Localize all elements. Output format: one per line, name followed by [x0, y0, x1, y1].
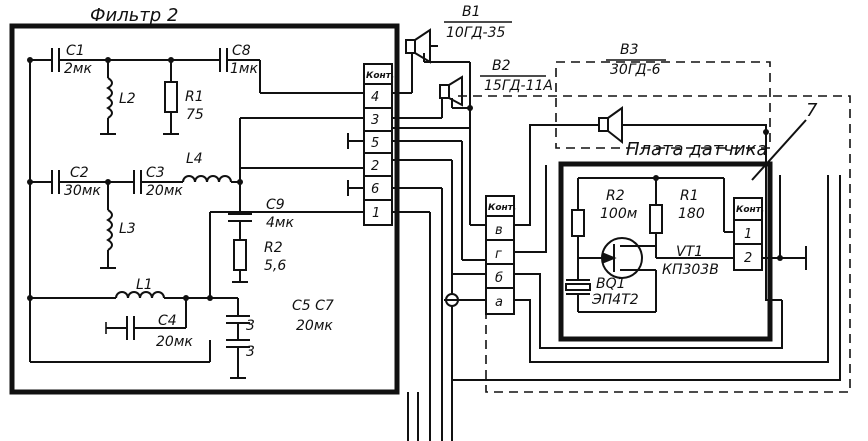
filter-title: Фильтр 2: [90, 5, 178, 26]
c3-value: 20мк: [146, 183, 183, 199]
bq1-model: ЭП4Т2: [591, 292, 639, 308]
c8-value: 1мк: [230, 61, 258, 77]
c2-value: 30мк: [64, 183, 101, 199]
cap-stack-label-1: 3: [246, 318, 255, 334]
c9-value: 4мк: [266, 215, 294, 231]
speaker-b1: B1 10ГД-35: [405, 4, 512, 64]
c1-value: 2мк: [64, 61, 92, 77]
c5c7-ref: C5 C7: [292, 298, 334, 314]
c4-value: 20мк: [156, 334, 193, 350]
sensor-pin-v: в: [495, 223, 503, 238]
sensor-board-title: Плата датчика: [626, 139, 768, 160]
c2-ref: C2: [70, 165, 89, 181]
sensor-left-connector-header: Конт.: [488, 203, 516, 213]
c3-ref: C3: [146, 165, 165, 181]
filter-block: Фильтр 2 Конт. 4 3 5 2 6 1: [9, 5, 400, 395]
filter-pin-3: 3: [371, 113, 379, 128]
sensor-r1-value: 180: [678, 206, 705, 222]
filter-top-row: C1 2мк L2 R1 75 C8 1мк: [29, 43, 364, 135]
sensor-r1-ref: R1: [680, 188, 699, 204]
b3-model: 30ГД-6: [610, 62, 661, 78]
c4-ref: C4: [158, 313, 177, 329]
sensor-right-pin-2: 2: [744, 251, 752, 266]
c1-ref: C1: [66, 43, 85, 59]
r2-ref: R2: [264, 240, 283, 256]
filter-connector: Конт. 4 3 5 2 6 1: [363, 63, 394, 226]
sensor-board-label-7: 7: [806, 100, 818, 121]
filter-middle-row: C2 30мк C3 20мк L4 L3: [29, 151, 364, 269]
c9-ref: C9: [266, 197, 285, 213]
r1-value: 75: [186, 107, 204, 123]
sensor-internal-circuit: R2 100м R1 180 VT1 КП303В BQ1 ЭП4Т2: [565, 175, 734, 313]
filter-bottom-row: 3 3 L1 C4 20мк C5 C7 20мк: [27, 57, 334, 379]
b3-dashed-wire: [458, 95, 851, 393]
b2-ref: B2: [492, 58, 511, 74]
sensor-r2-ref: R2: [606, 188, 625, 204]
sensor-r2-value: 100м: [600, 206, 638, 222]
b3-ref: B3: [620, 42, 639, 58]
l3-ref: L3: [119, 221, 136, 237]
c5c7-value: 20мк: [296, 318, 333, 334]
sensor-right-pin-1: 1: [744, 227, 752, 242]
filter-c9-r2: C9 4мк R2 5,6: [228, 182, 294, 283]
b1-model: 10ГД-35: [446, 25, 506, 41]
filter-pin-6: 6: [371, 182, 379, 197]
l2-ref: L2: [119, 91, 136, 107]
sensor-left-connector: Конт. в г б а: [485, 195, 516, 315]
speaker-b2: B2 15ГД-11А: [439, 58, 553, 107]
filter-connector-header: Конт.: [366, 71, 394, 81]
b3-dashed-enclosure: [555, 61, 771, 149]
sensor-pin-a: а: [495, 295, 503, 310]
interconnect-wiring: [392, 53, 599, 441]
sensor-right-connector-header: Конт.: [736, 205, 764, 215]
sensor-right-connector: Конт. 1 2: [733, 197, 764, 271]
cap-stack-label-2: 3: [246, 344, 255, 360]
l1-ref: L1: [136, 277, 153, 293]
vt1-ref: VT1: [676, 244, 703, 260]
r2-value: 5,6: [264, 258, 286, 274]
vt1-model: КП303В: [662, 262, 719, 278]
b1-ref: B1: [462, 4, 481, 20]
bq1-ref: BQ1: [596, 276, 626, 292]
filter-pin-2: 2: [371, 159, 379, 174]
filter-pin-5: 5: [371, 136, 379, 151]
filter-pin-1: 1: [372, 206, 380, 221]
sensor-board: Плата датчика 7 Конт. в г б а Конт. 1 2: [452, 100, 841, 381]
filter-pin-4: 4: [371, 90, 379, 105]
r1-ref: R1: [185, 89, 204, 105]
sensor-board-frame: [558, 161, 773, 342]
sensor-pin-b: б: [495, 271, 503, 286]
b2-model: 15ГД-11А: [484, 78, 553, 94]
filter-frame: [9, 23, 400, 395]
l4-ref: L4: [186, 151, 203, 167]
sensor-external-wiring: [452, 124, 841, 381]
sensor-pin-g: г: [495, 247, 502, 262]
c8-ref: C8: [232, 43, 251, 59]
speaker-b3: B3 30ГД-6: [598, 42, 666, 145]
